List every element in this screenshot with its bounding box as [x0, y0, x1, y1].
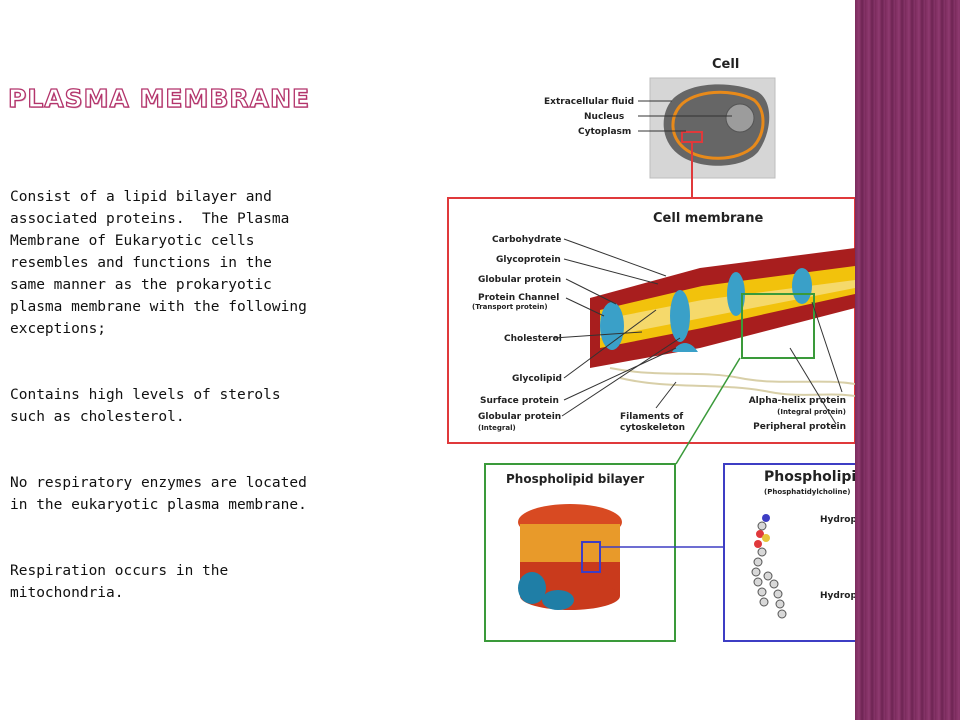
slide-title: Plasma Membrane [7, 83, 311, 113]
leader-line [565, 297, 605, 317]
cytoskeleton-filaments [609, 367, 855, 385]
decorative-side-band [855, 0, 960, 720]
leader-line [553, 331, 643, 339]
atom [769, 579, 779, 589]
phospholipid-title: Phospholipid [764, 469, 855, 485]
label-globular-protein: Globular protein [478, 275, 561, 285]
bilayer-protein [518, 572, 546, 604]
label-hydrophilic-head: Hydrophilic head [820, 515, 855, 525]
label-transport-protein: (Transport protein) [472, 303, 548, 311]
atom [757, 587, 767, 597]
leader-line [563, 258, 659, 285]
atom [762, 534, 770, 542]
membrane-diagram: Cell Extracellular fluid Nucleus Cytopla… [447, 57, 855, 642]
phospholipid-box [723, 463, 855, 642]
alpha-helix-protein [792, 268, 812, 304]
atom [757, 547, 767, 557]
atom [756, 530, 764, 538]
cell-membrane-title: Cell membrane [653, 211, 763, 226]
atom [757, 521, 767, 531]
cell-label-extracellular: Extracellular fluid [544, 97, 634, 107]
cell-label-cytoplasm: Cytoplasm [578, 127, 631, 137]
atom [775, 599, 785, 609]
label-hydrophobic-tail: Hydrophobic tail [820, 591, 855, 601]
bilayer-panel: Phospholipid bilayer [484, 463, 724, 642]
phospholipid-panel: Phospholipid (Phosphatidylcholine) Hydro… [723, 463, 855, 642]
label-glycoprotein: Glycoprotein [496, 255, 561, 265]
bilayer-protein [542, 590, 574, 610]
label-integral: (Integral) [478, 424, 516, 432]
paragraph-respiratory: No respiratory enzymes are located in th… [10, 475, 316, 513]
leader-line [563, 238, 667, 277]
leader-line [565, 278, 617, 305]
leader-line [561, 337, 681, 417]
cell-title: Cell [712, 57, 739, 72]
label-globular-protein-integral: Globular protein [478, 412, 561, 422]
atom [753, 577, 763, 587]
label-peripheral-protein: Peripheral protein [753, 422, 846, 432]
leader-line [563, 347, 677, 401]
label-cholesterol: Cholesterol [504, 334, 562, 344]
label-integral-protein: (Integral protein) [777, 408, 846, 416]
paragraph-intro: Consist of a lipid bilayer and associate… [10, 189, 316, 337]
label-alpha-helix: Alpha-helix protein [749, 396, 846, 406]
atom [759, 597, 769, 607]
leader-line [789, 347, 837, 425]
integral-protein [727, 272, 745, 316]
label-protein-channel: Protein Channel [478, 293, 559, 303]
connector-line-green [675, 357, 741, 465]
atom [751, 567, 761, 577]
label-cytoskeleton: cytoskeleton [620, 423, 685, 433]
bilayer-zoom-box [741, 293, 815, 359]
cell-shape [663, 84, 770, 166]
cell-outline [671, 90, 765, 160]
leader-line [563, 309, 657, 379]
atom [773, 589, 783, 599]
cell-membrane-panel: Cell membrane Carbohydrate Glycoprotein … [447, 197, 855, 465]
phospholipid-bilayer-title: Phospholipid bilayer [506, 472, 644, 486]
atom [763, 571, 773, 581]
leader-line [811, 301, 843, 393]
cell-label-nucleus: Nucleus [584, 112, 624, 122]
label-glycolipid: Glycolipid [512, 374, 562, 384]
phospholipid-subtitle: (Phosphatidylcholine) [764, 488, 850, 496]
atom [753, 557, 763, 567]
paragraph-sterols: Contains high levels of sterols such as … [10, 387, 290, 425]
atom [762, 514, 770, 522]
cytoskeleton-filaments [619, 377, 855, 397]
peripheral-protein [672, 343, 698, 352]
bilayer-tails [520, 524, 620, 562]
phospholipid-zoom-box [581, 541, 601, 573]
paragraph-mitochondria: Respiration occurs in the mitochondria. [10, 563, 237, 601]
slide-body: Consist of a lipid bilayer and associate… [10, 186, 310, 648]
cell-panel: Cell Extracellular fluid Nucleus Cytopla… [544, 57, 776, 198]
nucleus [725, 103, 755, 133]
atom [777, 609, 787, 619]
leader-line [655, 381, 677, 409]
atom [754, 540, 762, 548]
label-filaments: Filaments of [620, 412, 683, 422]
label-surface-protein: Surface protein [480, 396, 559, 406]
globular-protein [670, 290, 690, 342]
label-carbohydrate: Carbohydrate [492, 235, 561, 245]
